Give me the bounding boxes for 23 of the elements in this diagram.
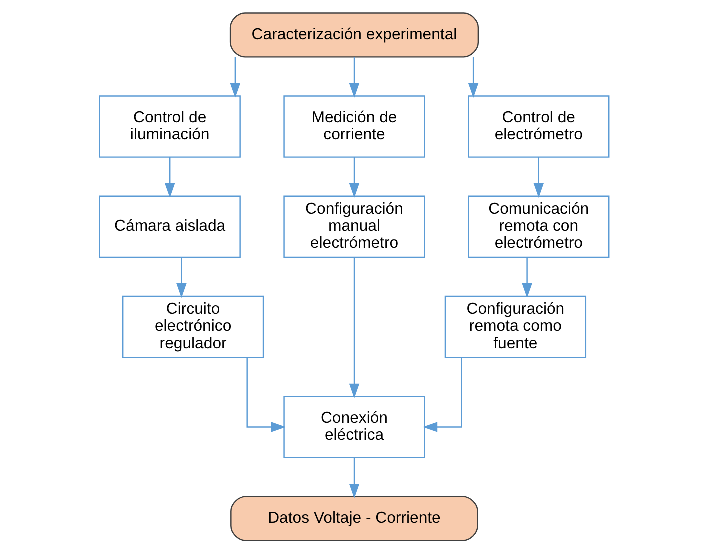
arrow (230, 57, 241, 98)
node-box: Medición de corriente (284, 96, 426, 158)
arrow (176, 258, 187, 298)
arrow (522, 258, 532, 298)
node-box: Configuración remota como fuente (444, 296, 587, 358)
arrow (349, 258, 360, 398)
node-box: Control de electrómetro (468, 96, 610, 158)
arrow (349, 157, 360, 198)
arrow (534, 157, 544, 198)
arrow (164, 157, 176, 198)
node-box: Configuración manual electrómetro (284, 196, 426, 258)
node-box: Circuito electrónico regulador (122, 296, 264, 358)
node-box: Cámara aislada (99, 196, 241, 258)
arrow (422, 358, 462, 432)
node-box: Caracterización experimental (230, 12, 480, 58)
node-box: Control de iluminación (99, 96, 241, 158)
arrow (246, 358, 286, 432)
arrow (468, 57, 479, 98)
node-box: Conexión eléctrica (284, 396, 426, 458)
arrow (349, 458, 360, 499)
node-box: Datos Voltaje - Corriente (230, 496, 478, 542)
node-box: Comunicación remota con electrómetro (468, 196, 610, 258)
arrow (349, 57, 360, 98)
